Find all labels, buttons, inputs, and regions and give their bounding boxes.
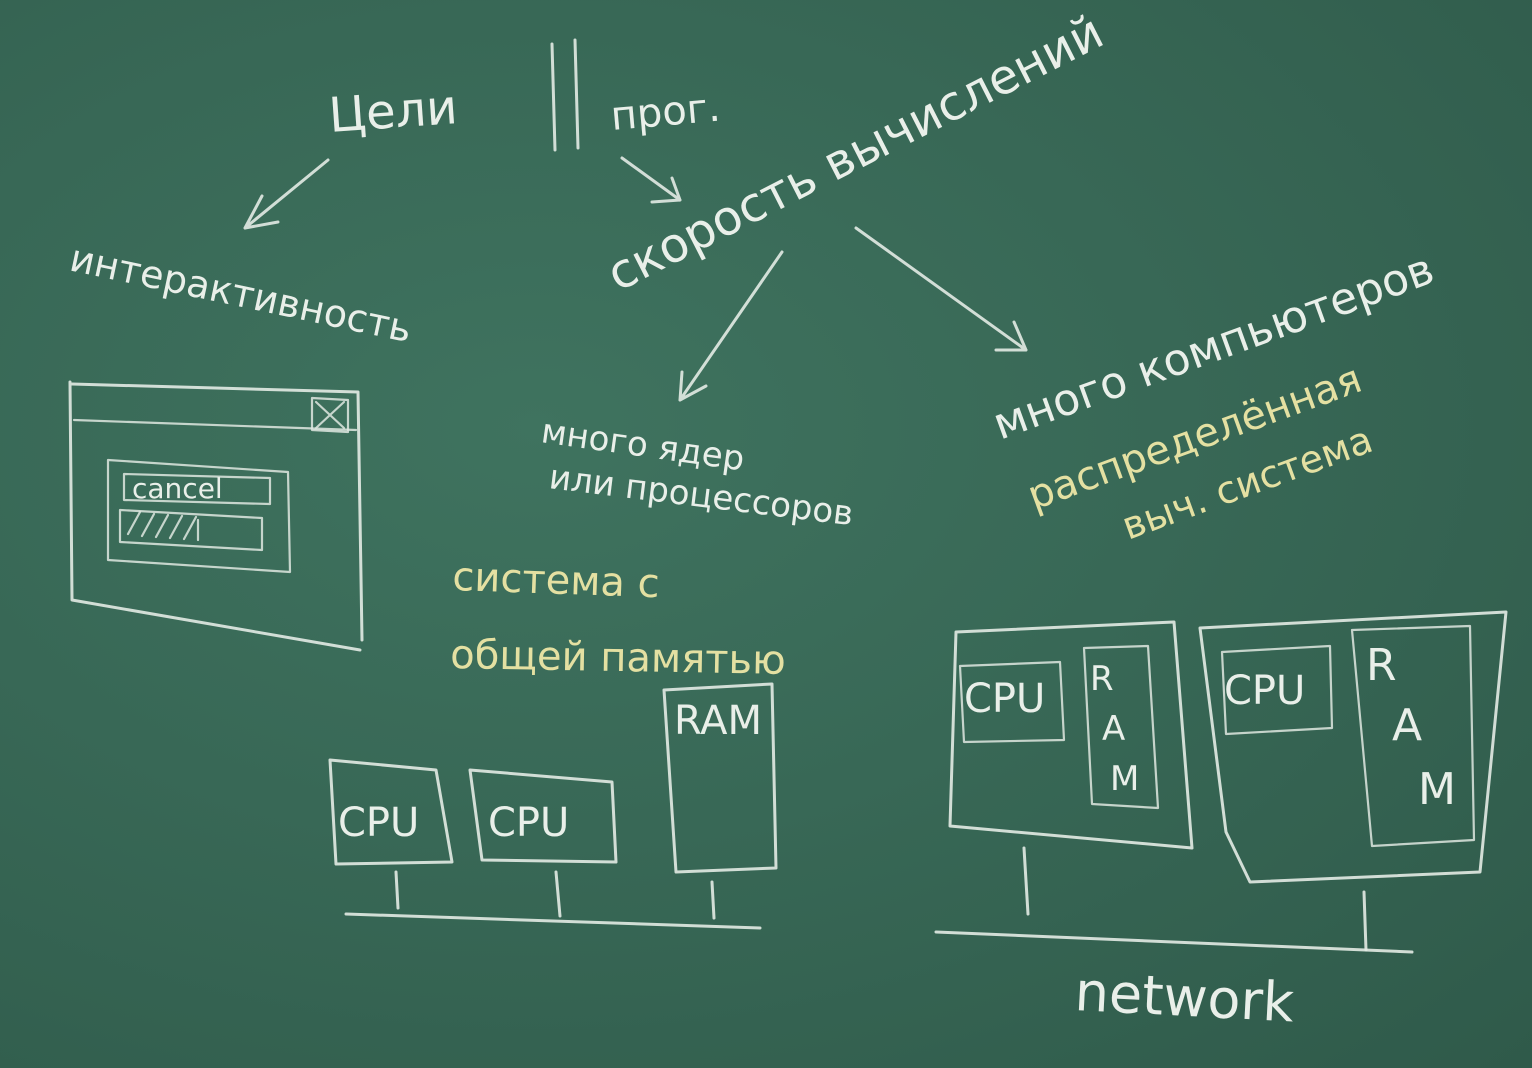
- ram-box-1: [1082, 644, 1160, 810]
- speed-text: скорость вычислений: [598, 4, 1112, 303]
- cpu-box-3: [958, 660, 1066, 744]
- ram-r-2: R: [1366, 640, 1397, 691]
- cpu-label-2: CPU: [488, 800, 569, 846]
- cancel-button-label: cancel: [132, 472, 223, 505]
- bus-connectors: [394, 870, 716, 920]
- ram-box-2: [1350, 624, 1476, 848]
- cpu-box-1: [328, 758, 454, 866]
- goals-label: Цели: [327, 79, 459, 144]
- prog-label: прог.: [609, 85, 722, 140]
- network-line: [934, 930, 1414, 954]
- ram-label-shared: RAM: [674, 698, 762, 744]
- progress-bar-sketch: [118, 508, 264, 552]
- cpu-box-2: [468, 768, 618, 864]
- ram-a-1: A: [1102, 709, 1125, 749]
- cpu-label-1: CPU: [338, 800, 419, 846]
- computer-box-2: [1198, 610, 1508, 884]
- cancel-button-sketch: [122, 472, 272, 506]
- ram-m-1: M: [1110, 759, 1139, 799]
- parallel-bars: [550, 38, 580, 152]
- progress-bar-fill: [126, 510, 200, 542]
- memory-bus: [344, 912, 762, 930]
- shared-memory-line1: система с: [452, 554, 661, 607]
- network-label: network: [1073, 960, 1296, 1034]
- computer-box-1: [948, 620, 1194, 850]
- arrow-to-interactivity: [243, 158, 330, 230]
- dialog-window-sketch: cancel: [68, 380, 364, 652]
- ram-r-1: R: [1090, 659, 1114, 699]
- cpu-box-4: [1220, 644, 1334, 736]
- ram-a-2: A: [1392, 700, 1422, 751]
- cpu-label-3: CPU: [964, 676, 1045, 722]
- close-icon: [310, 396, 350, 434]
- distributed-diagram: CPU R A M CPU R A M network: [934, 610, 1508, 1034]
- shared-memory-line2: общей памятью: [450, 632, 786, 684]
- cpu-label-4: CPU: [1224, 668, 1305, 714]
- ram-m-2: M: [1418, 764, 1456, 815]
- ram-box-shared: [662, 682, 778, 874]
- arrow-to-speed: [620, 156, 682, 204]
- arrow-to-computers: [854, 226, 1028, 352]
- arrow-to-cores: [678, 250, 784, 402]
- shared-memory-diagram: CPU CPU RAM: [328, 682, 778, 930]
- interactivity-text: интерактивность: [66, 236, 416, 351]
- network-connectors: [1022, 846, 1368, 952]
